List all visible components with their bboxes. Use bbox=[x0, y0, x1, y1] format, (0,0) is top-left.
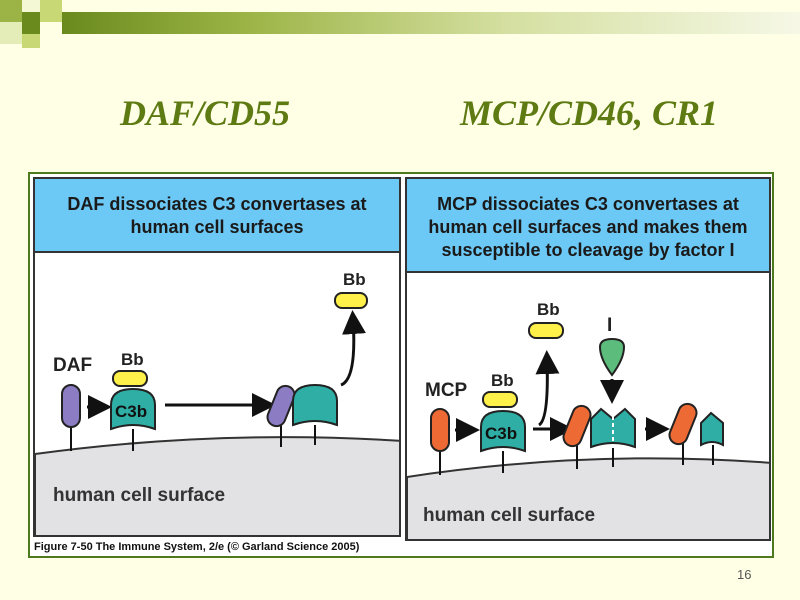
c3b-label: C3b bbox=[115, 402, 147, 421]
panel-daf-title-line2: human cell surfaces bbox=[130, 217, 304, 237]
c3b-bound bbox=[590, 407, 636, 449]
panel-daf-title: DAF dissociates C3 convertases at human … bbox=[35, 179, 399, 253]
surface-label: human cell surface bbox=[53, 485, 225, 506]
daf-label: DAF bbox=[53, 355, 92, 376]
page-number: 16 bbox=[737, 567, 752, 582]
c3b-molecule bbox=[480, 409, 526, 453]
c3b-bound bbox=[292, 383, 338, 427]
figure-caption: Figure 7-50 The Immune System, 2/e (© Ga… bbox=[34, 541, 360, 553]
heading-mcp: MCP/CD46, CR1 bbox=[460, 93, 719, 133]
bb-released bbox=[334, 292, 368, 309]
panel-mcp-title-line3: susceptible to cleavage by factor I bbox=[441, 240, 735, 260]
mcp-receptor bbox=[430, 408, 450, 452]
mcp-diagram: MCP C3b Bb Bb I bbox=[407, 300, 769, 539]
bb-fragment bbox=[482, 391, 518, 408]
bb-fragment bbox=[112, 370, 148, 387]
panel-mcp: MCP dissociates C3 convertases at human … bbox=[405, 177, 771, 541]
surface-label: human cell surface bbox=[423, 505, 595, 526]
cell-surface bbox=[35, 436, 399, 535]
c3b-molecule bbox=[110, 387, 156, 431]
panel-mcp-title-line1: MCP dissociates C3 convertases at bbox=[437, 194, 739, 214]
bb-label: Bb bbox=[491, 371, 514, 390]
daf-receptor bbox=[61, 384, 81, 428]
panel-daf-title-line1: DAF dissociates C3 convertases at bbox=[67, 194, 367, 214]
c3b-label: C3b bbox=[485, 424, 517, 443]
bb-released bbox=[528, 322, 564, 339]
mcp-label: MCP bbox=[425, 380, 468, 401]
daf-diagram: DAF C3b Bb Bb human cell surface bbox=[35, 270, 399, 535]
ic3b-fragment bbox=[700, 411, 724, 447]
factor-i-molecule bbox=[598, 337, 626, 377]
mcp-final bbox=[668, 402, 698, 446]
bb-released-label: Bb bbox=[343, 270, 366, 289]
bb-released-label: Bb bbox=[537, 300, 560, 319]
panel-mcp-title: MCP dissociates C3 convertases at human … bbox=[407, 179, 769, 273]
figure: DAF dissociates C3 convertases at human … bbox=[28, 172, 774, 558]
slide-decoration bbox=[0, 0, 800, 48]
panel-mcp-title-line2: human cell surfaces and makes them bbox=[428, 217, 748, 237]
panel-daf: DAF dissociates C3 convertases at human … bbox=[33, 177, 401, 537]
factor-i-label: I bbox=[607, 315, 612, 336]
cell-surface bbox=[407, 457, 769, 539]
bb-label: Bb bbox=[121, 350, 144, 369]
daf-bound bbox=[266, 384, 296, 428]
heading-daf: DAF/CD55 bbox=[120, 93, 291, 133]
mcp-bound bbox=[562, 404, 592, 448]
